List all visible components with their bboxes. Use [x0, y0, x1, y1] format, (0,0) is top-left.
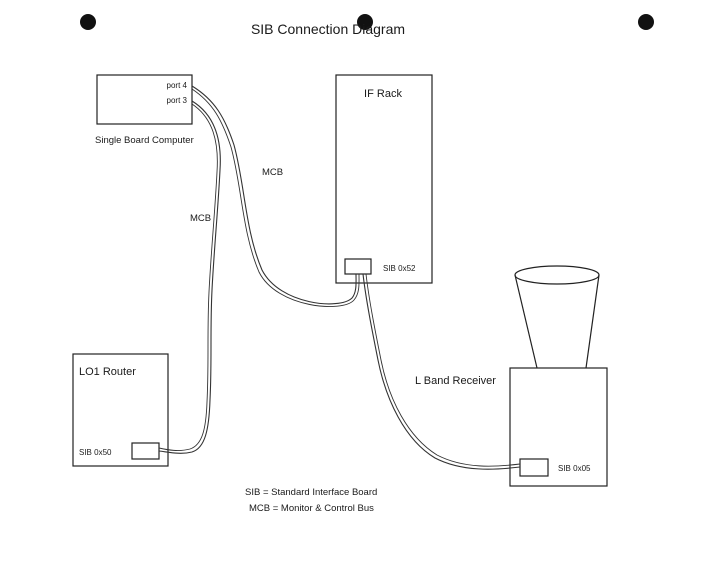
if-rack-box — [335, 74, 433, 284]
legend-mcb: MCB = Monitor & Control Bus — [249, 503, 374, 514]
feed-horn-left-edge — [514, 274, 538, 369]
single-board-computer-box — [96, 74, 193, 125]
mcb-cable-if-rack-to-l-band-inner — [365, 273, 521, 467]
single-board-computer-label: Single Board Computer — [95, 135, 194, 146]
l-band-sib-label: SIB 0x05 — [558, 464, 591, 473]
punch-hole-center — [357, 14, 373, 30]
lo1-router-sib-label: SIB 0x50 — [79, 448, 112, 457]
diagram-title: SIB Connection Diagram — [251, 21, 405, 37]
punch-hole-right — [638, 14, 654, 30]
if-rack-sib-box — [344, 258, 372, 275]
mcb-cable-port3-to-lo1-router-inner — [158, 103, 218, 451]
if-rack-sib-label: SIB 0x52 — [383, 264, 416, 273]
if-rack-label: IF Rack — [364, 88, 402, 100]
l-band-receiver-box — [509, 367, 608, 487]
mcb-label-upper: MCB — [262, 167, 283, 178]
port-3-label: port 3 — [167, 96, 188, 105]
port-4-label: port 4 — [167, 81, 188, 90]
mcb-cable-port4-to-if-rack — [191, 85, 357, 305]
mcb-cable-port3-to-lo1-router — [158, 100, 221, 454]
feed-horn-rim — [514, 265, 600, 285]
mcb-cable-if-rack-to-l-band — [362, 273, 521, 470]
lo1-router-box — [72, 353, 169, 467]
legend-sib: SIB = Standard Interface Board — [245, 487, 377, 498]
l-band-receiver-label: L Band Receiver — [415, 375, 496, 387]
feed-horn-right-edge — [585, 274, 600, 369]
lo1-router-label: LO1 Router — [79, 366, 136, 378]
l-band-sib-box — [519, 458, 549, 477]
punch-hole-left — [80, 14, 96, 30]
lo1-router-sib-box — [131, 442, 160, 460]
mcb-label-lower: MCB — [190, 213, 211, 224]
mcb-cable-port4-to-if-rack-inner — [191, 88, 360, 307]
